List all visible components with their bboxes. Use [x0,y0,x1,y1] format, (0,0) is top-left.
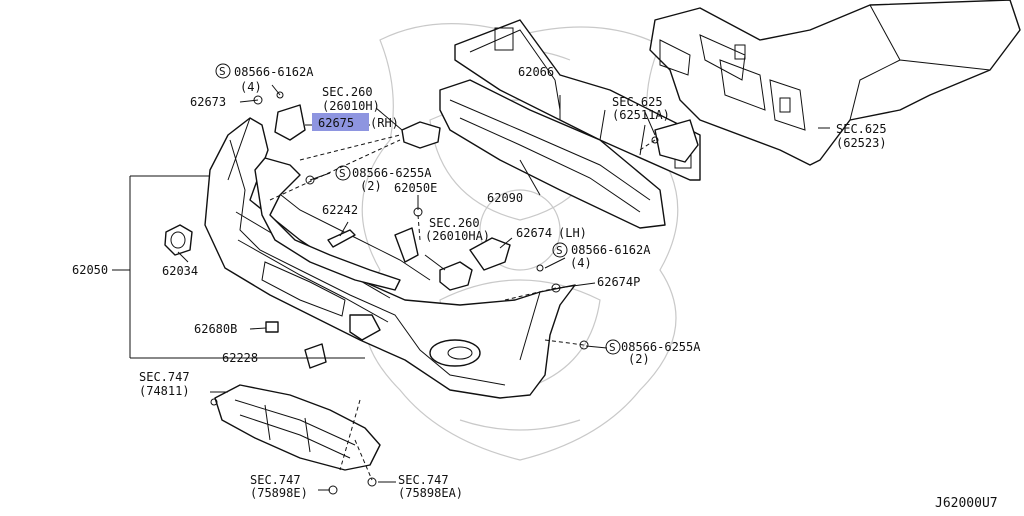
label-sec-625-a: SEC.625 [612,95,663,109]
label-qty-4-top: (4) [240,80,262,94]
retainer-62680B [265,321,279,333]
label-62228: 62228 [222,351,258,365]
radiator-core-support [649,0,1021,166]
sensor-26010H [401,121,441,149]
upper-bracket [254,157,419,291]
label-sec-747-c: SEC.747 [398,473,449,487]
label-qty-4-mid: (4) [570,256,592,270]
label-sec-260-a: SEC.260 [322,85,373,99]
label-qty-2-bot: (2) [628,352,650,366]
callout-labels: 08566-6162A (4) 62673 SEC.260 (26010H) 6… [72,65,998,511]
label-qty-2-top: (2) [360,179,382,193]
label-62034: 62034 [162,264,198,278]
label-62066: 62066 [518,65,554,79]
label-62674: 62674 [516,226,552,240]
svg-text:S: S [339,167,346,180]
highlight-box [312,113,369,131]
bracket-62675 [274,104,306,141]
label-62090: 62090 [487,191,523,205]
label-62674P: 62674P [597,275,640,289]
under-cover [214,384,381,471]
plate-62228 [304,343,327,369]
label-62523: (62523) [836,136,887,150]
bracket-62674 [469,237,511,271]
fog-lamp-cover-62034 [164,224,193,256]
label-sec-260-b: SEC.260 [429,216,480,230]
assembly-lines [269,134,656,481]
label-08566-6162A-mid: 08566-6162A [571,243,651,257]
label-75898E: (75898E) [250,486,308,500]
label-08566-6162A-top: 08566-6162A [234,65,314,79]
label-62050E: 62050E [394,181,437,195]
bracket-62511A [654,119,699,163]
label-08566-6255A-bot: 08566-6255A [621,340,701,354]
label-62050: 62050 [72,263,108,277]
diagram-code: J62000U7 [935,496,998,511]
label-62242: 62242 [322,203,358,217]
svg-text:S: S [609,341,616,354]
label-62673: 62673 [190,95,226,109]
label-08566-6255A-top: 08566-6255A [352,166,432,180]
sensor-26010HA [439,261,473,291]
label-75898EA: (75898EA) [398,486,463,500]
label-74811: (74811) [139,384,190,398]
label-26010HA: (26010HA) [425,229,490,243]
clip-62242 [327,229,356,248]
label-sec-747-b: SEC.747 [250,473,301,487]
energy-absorber [439,79,666,229]
svg-text:S: S [556,244,563,257]
s-marks: S S S S [215,63,621,355]
svg-text:S: S [219,65,226,78]
label-sec-625-b: SEC.625 [836,122,887,136]
label-62675: 62675 [318,116,354,130]
label-sec-747-a: SEC.747 [139,370,190,384]
label-62511A: (62511A) [612,108,670,122]
label-26010H: (26010H) [322,99,380,113]
label-62680B: 62680B [194,322,237,336]
label-rh: (RH) [370,116,399,130]
label-lh: (LH) [558,226,587,240]
